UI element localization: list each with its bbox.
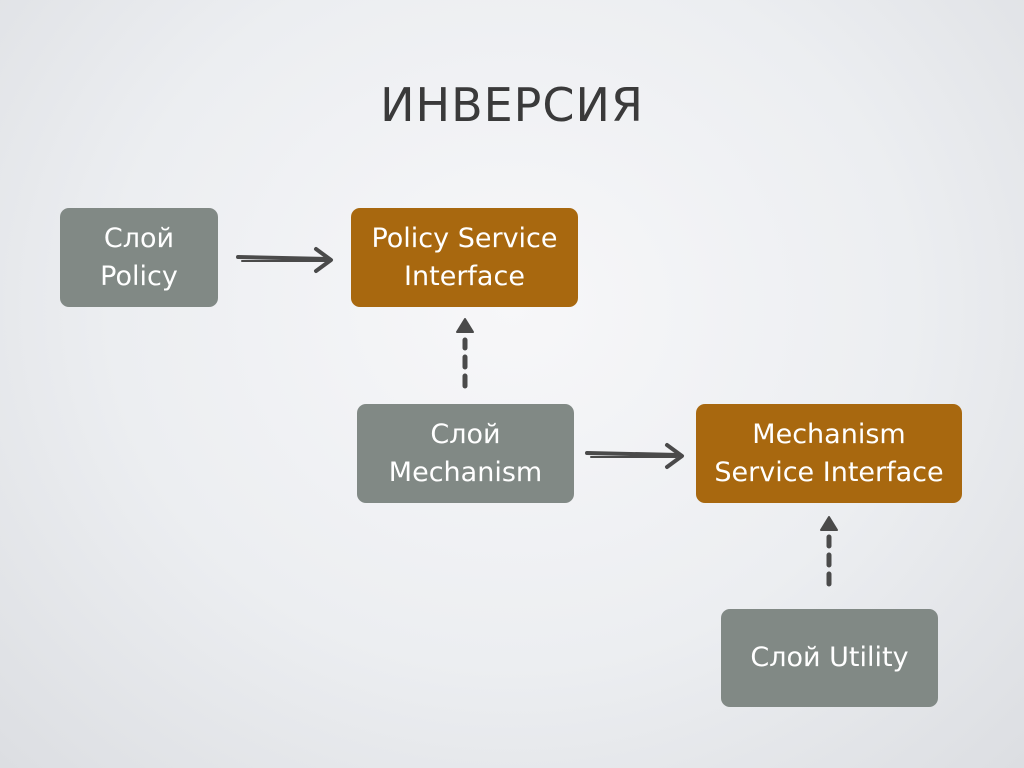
mechanism-layer-box: Слой Mechanism	[357, 404, 574, 503]
mechanism-service-interface-label: Mechanism Service Interface	[714, 419, 944, 488]
slide-title: ИНВЕРСИЯ	[380, 78, 644, 132]
arrow-utility-to-msi	[820, 516, 838, 587]
arrow-mechanism-to-psi	[456, 318, 474, 389]
utility-layer-box: Слой Utility	[721, 609, 938, 707]
policy-layer-label: Слой Policy	[100, 223, 178, 292]
mechanism-service-interface-box: Mechanism Service Interface	[696, 404, 962, 503]
utility-layer-label: Слой Utility	[750, 642, 909, 674]
policy-layer-box: Слой Policy	[60, 208, 218, 307]
policy-service-interface-label: Policy Service Interface	[371, 223, 558, 292]
arrow-policy-to-psi	[236, 247, 333, 273]
policy-service-interface-box: Policy Service Interface	[351, 208, 578, 307]
mechanism-layer-label: Слой Mechanism	[388, 419, 543, 488]
arrow-mechanism-to-msi	[585, 443, 684, 469]
